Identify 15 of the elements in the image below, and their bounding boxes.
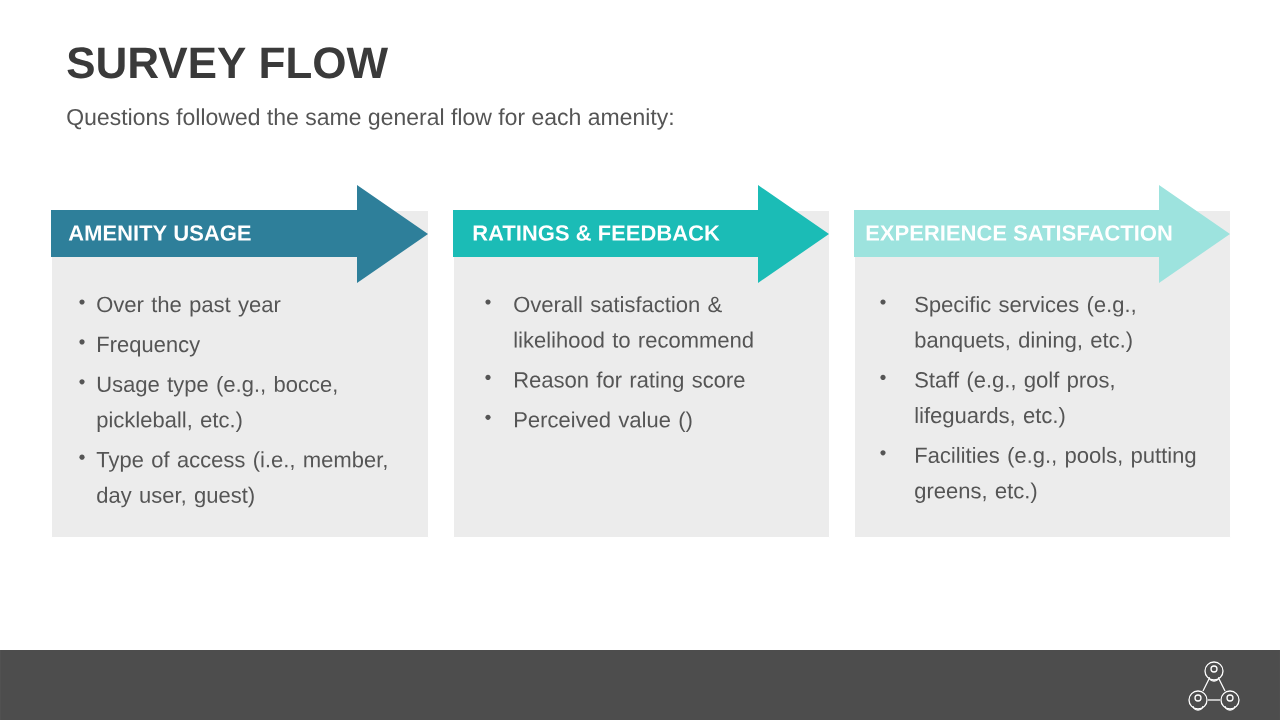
arrow-banner: RATINGS & FEEDBACK xyxy=(453,185,829,283)
arrow-banner: AMENITY USAGE xyxy=(51,185,428,283)
bullet-item: Reason for rating score xyxy=(485,371,745,392)
subtitle: Questions followed the same general flow for each amenity: xyxy=(67,108,673,130)
bullet-item: Frequency xyxy=(79,336,201,357)
bullet-item: Staff (e.g., golf pros, lifeguards, etc.) xyxy=(880,371,1114,428)
bullet-item: Perceived value () xyxy=(485,411,692,432)
bullet-item: Specific services (e.g., banquets, dining, etc.) xyxy=(880,296,1135,353)
bullet-item: Over the past year xyxy=(79,296,281,317)
arrow-banner: EXPERIENCE SATISFACTION xyxy=(854,185,1230,283)
bullet-item: Overall satisfaction & likelihood to recommend xyxy=(485,296,753,348)
slide-title: SURVEY FLOW xyxy=(67,47,388,79)
bullet-item: Type of access (i.e., member, day user, guest) xyxy=(79,451,387,508)
bullet-item: Facilities (e.g., pools, putting greens, etc.) xyxy=(880,446,1196,503)
bullet-item: Usage type (e.g., bocce, pickleball, etc.) xyxy=(79,375,337,432)
